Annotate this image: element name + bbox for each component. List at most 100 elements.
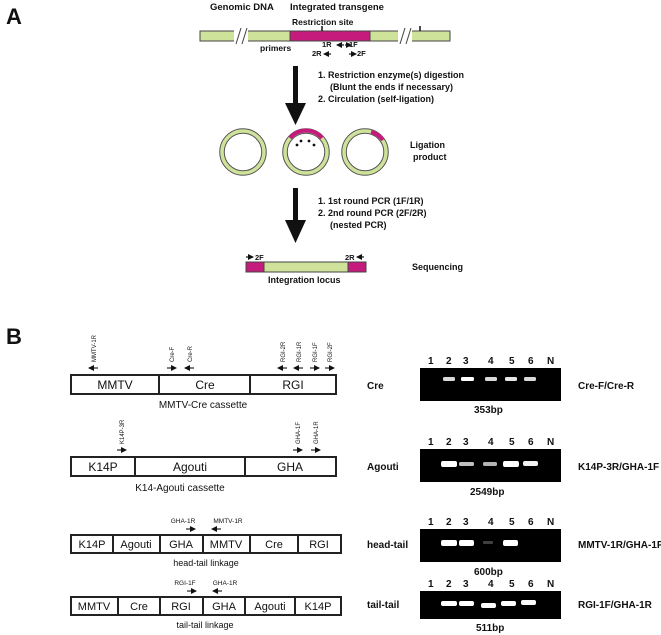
tt-segment-agouti: Agouti — [254, 601, 285, 613]
ligation-circle-1 — [219, 128, 267, 176]
tail-tail-caption: tail-tail linkage — [176, 620, 233, 630]
svg-text:5: 5 — [509, 356, 515, 367]
svg-text:N: N — [547, 437, 554, 448]
svg-text:3: 3 — [463, 579, 469, 590]
svg-text:2: 2 — [446, 437, 452, 448]
ligation-label-2: product — [413, 152, 447, 162]
segment-k14p: K14P — [88, 460, 117, 474]
ht-segment-agouti: Agouti — [120, 539, 151, 551]
svg-text:N: N — [547, 579, 554, 590]
ht-segment-mmtv: MMTV — [210, 539, 243, 551]
gel-cre-size: 353bp — [474, 405, 503, 416]
step1-line1: 1. Restriction enzyme(s) digestion — [318, 70, 464, 80]
tt-primer-rgi-1f: RGI-1F — [174, 580, 195, 587]
svg-text:4: 4 — [488, 579, 494, 590]
svg-text:6: 6 — [528, 579, 534, 590]
gel-agouti-primer-pair: K14P-3R/GHA-1F — [578, 462, 659, 473]
process-arrow-2 — [285, 188, 306, 243]
primer-1F-label: 1F — [349, 40, 358, 49]
svg-text:4: 4 — [488, 437, 494, 448]
svg-text:1: 1 — [428, 356, 434, 367]
tt-primer-gha-1r: GHA-1R — [213, 580, 238, 587]
primer-rgi-1r: RGI-1R — [297, 341, 303, 362]
segment-agouti: Agouti — [173, 460, 207, 474]
head-tail-construct: K14P Agouti GHA MMTV Cre RGI — [70, 534, 342, 554]
mmtv-cre-cassette: MMTV Cre RGI — [70, 374, 337, 395]
primer-cre-f: Cre-F — [170, 346, 176, 362]
ht-segment-cre: Cre — [265, 539, 283, 551]
primer-gha-1r: GHA-1R — [314, 421, 320, 444]
segment-rgi: RGI — [282, 378, 303, 392]
gel-tail-tail-lane-labels: 1 2 3 4 5 6 N — [428, 579, 554, 590]
ht-segment-rgi: RGI — [309, 539, 329, 551]
panel-b-label: B — [6, 324, 22, 349]
gel-head-tail — [420, 529, 561, 562]
tt-segment-rgi: RGI — [171, 601, 191, 613]
step1-line3: 2. Circulation (self-ligation) — [318, 94, 434, 104]
svg-text:6: 6 — [528, 437, 534, 448]
ht-primer-gha-1r: GHA-1R — [171, 518, 196, 525]
svg-text:2: 2 — [446, 579, 452, 590]
svg-text:5: 5 — [509, 517, 515, 528]
gel-agouti-lane-labels: 1 2 3 4 5 6 N — [428, 437, 554, 448]
sequencing-label: Sequencing — [412, 262, 463, 272]
tail-tail-construct: MMTV Cre RGI GHA Agouti K14P — [70, 596, 342, 616]
step2-line3: (nested PCR) — [330, 220, 387, 230]
ht-segment-gha: GHA — [169, 539, 194, 551]
ligation-label-1: Ligation — [410, 140, 445, 150]
ht-segment-k14p: K14P — [79, 539, 106, 551]
process-arrow-1 — [285, 66, 306, 125]
integrated-transgene-label: Integrated transgene — [290, 2, 384, 13]
seq-2F-label: 2F — [255, 253, 264, 262]
gel-cre-primer-pair: Cre-F/Cre-R — [578, 381, 635, 392]
seq-2R-label: 2R — [345, 253, 355, 262]
gel-tail-tail-size: 511bp — [476, 623, 504, 634]
k14-agouti-cassette: K14P Agouti GHA — [70, 456, 337, 477]
gel-cre-lane-labels: 1 2 3 4 5 6 N — [428, 356, 554, 367]
k14-agouti-caption: K14-Agouti cassette — [135, 483, 225, 494]
primer-1R-label: 1R — [322, 40, 332, 49]
primer-gha-1f: GHA-1F — [296, 422, 302, 444]
svg-text:3: 3 — [463, 517, 469, 528]
gel-tail-tail-bands — [441, 600, 536, 608]
restriction-site-label: Restriction site — [292, 17, 354, 27]
gel-agouti-bands — [441, 461, 538, 467]
gel-head-tail-bands — [441, 540, 518, 546]
primer-rgi-2r: RGI-2R — [281, 341, 287, 362]
gel-tail-tail-row-label: tail-tail — [367, 600, 399, 611]
gel-cre — [420, 368, 561, 401]
svg-text:1: 1 — [428, 517, 434, 528]
ht-primer-mmtv-1r: MMTV-1R — [213, 518, 243, 525]
svg-text:4: 4 — [488, 517, 494, 528]
gel-head-tail-size: 600bp — [474, 567, 503, 578]
svg-text:3: 3 — [463, 437, 469, 448]
ligation-circle-3 — [341, 128, 389, 176]
primer-rgi-2f: RGI-2F — [328, 342, 334, 362]
svg-text:4: 4 — [488, 356, 494, 367]
ligation-circle-2 — [282, 128, 330, 176]
svg-text:1: 1 — [428, 437, 434, 448]
step2-line1: 1. 1st round PCR (1F/1R) — [318, 196, 424, 206]
gel-cre-bands — [443, 377, 536, 381]
primers-label: primers — [260, 43, 291, 53]
gel-agouti-row-label: Agouti — [367, 462, 399, 473]
genomic-dna-bar — [199, 26, 451, 45]
svg-text:5: 5 — [509, 579, 515, 590]
panel-a-label: A — [6, 4, 22, 29]
svg-text:6: 6 — [528, 517, 534, 528]
segment-cre: Cre — [195, 378, 215, 392]
tt-segment-gha: GHA — [212, 601, 237, 613]
primer-2F-label: 2F — [357, 49, 366, 58]
gel-head-tail-row-label: head-tail — [367, 540, 408, 551]
tt-segment-mmtv: MMTV — [78, 601, 111, 613]
primer-rgi-1f: RGI-1F — [313, 342, 319, 362]
transgene-segment — [289, 30, 371, 42]
svg-text:2: 2 — [446, 356, 452, 367]
integration-locus-label: Integration locus — [268, 275, 341, 285]
primer-cre-r: Cre-R — [188, 345, 194, 362]
segment-mmtv: MMTV — [97, 378, 132, 392]
svg-text:5: 5 — [509, 437, 515, 448]
tt-segment-cre: Cre — [130, 601, 148, 613]
mmtv-cre-caption: MMTV-Cre cassette — [159, 400, 248, 411]
